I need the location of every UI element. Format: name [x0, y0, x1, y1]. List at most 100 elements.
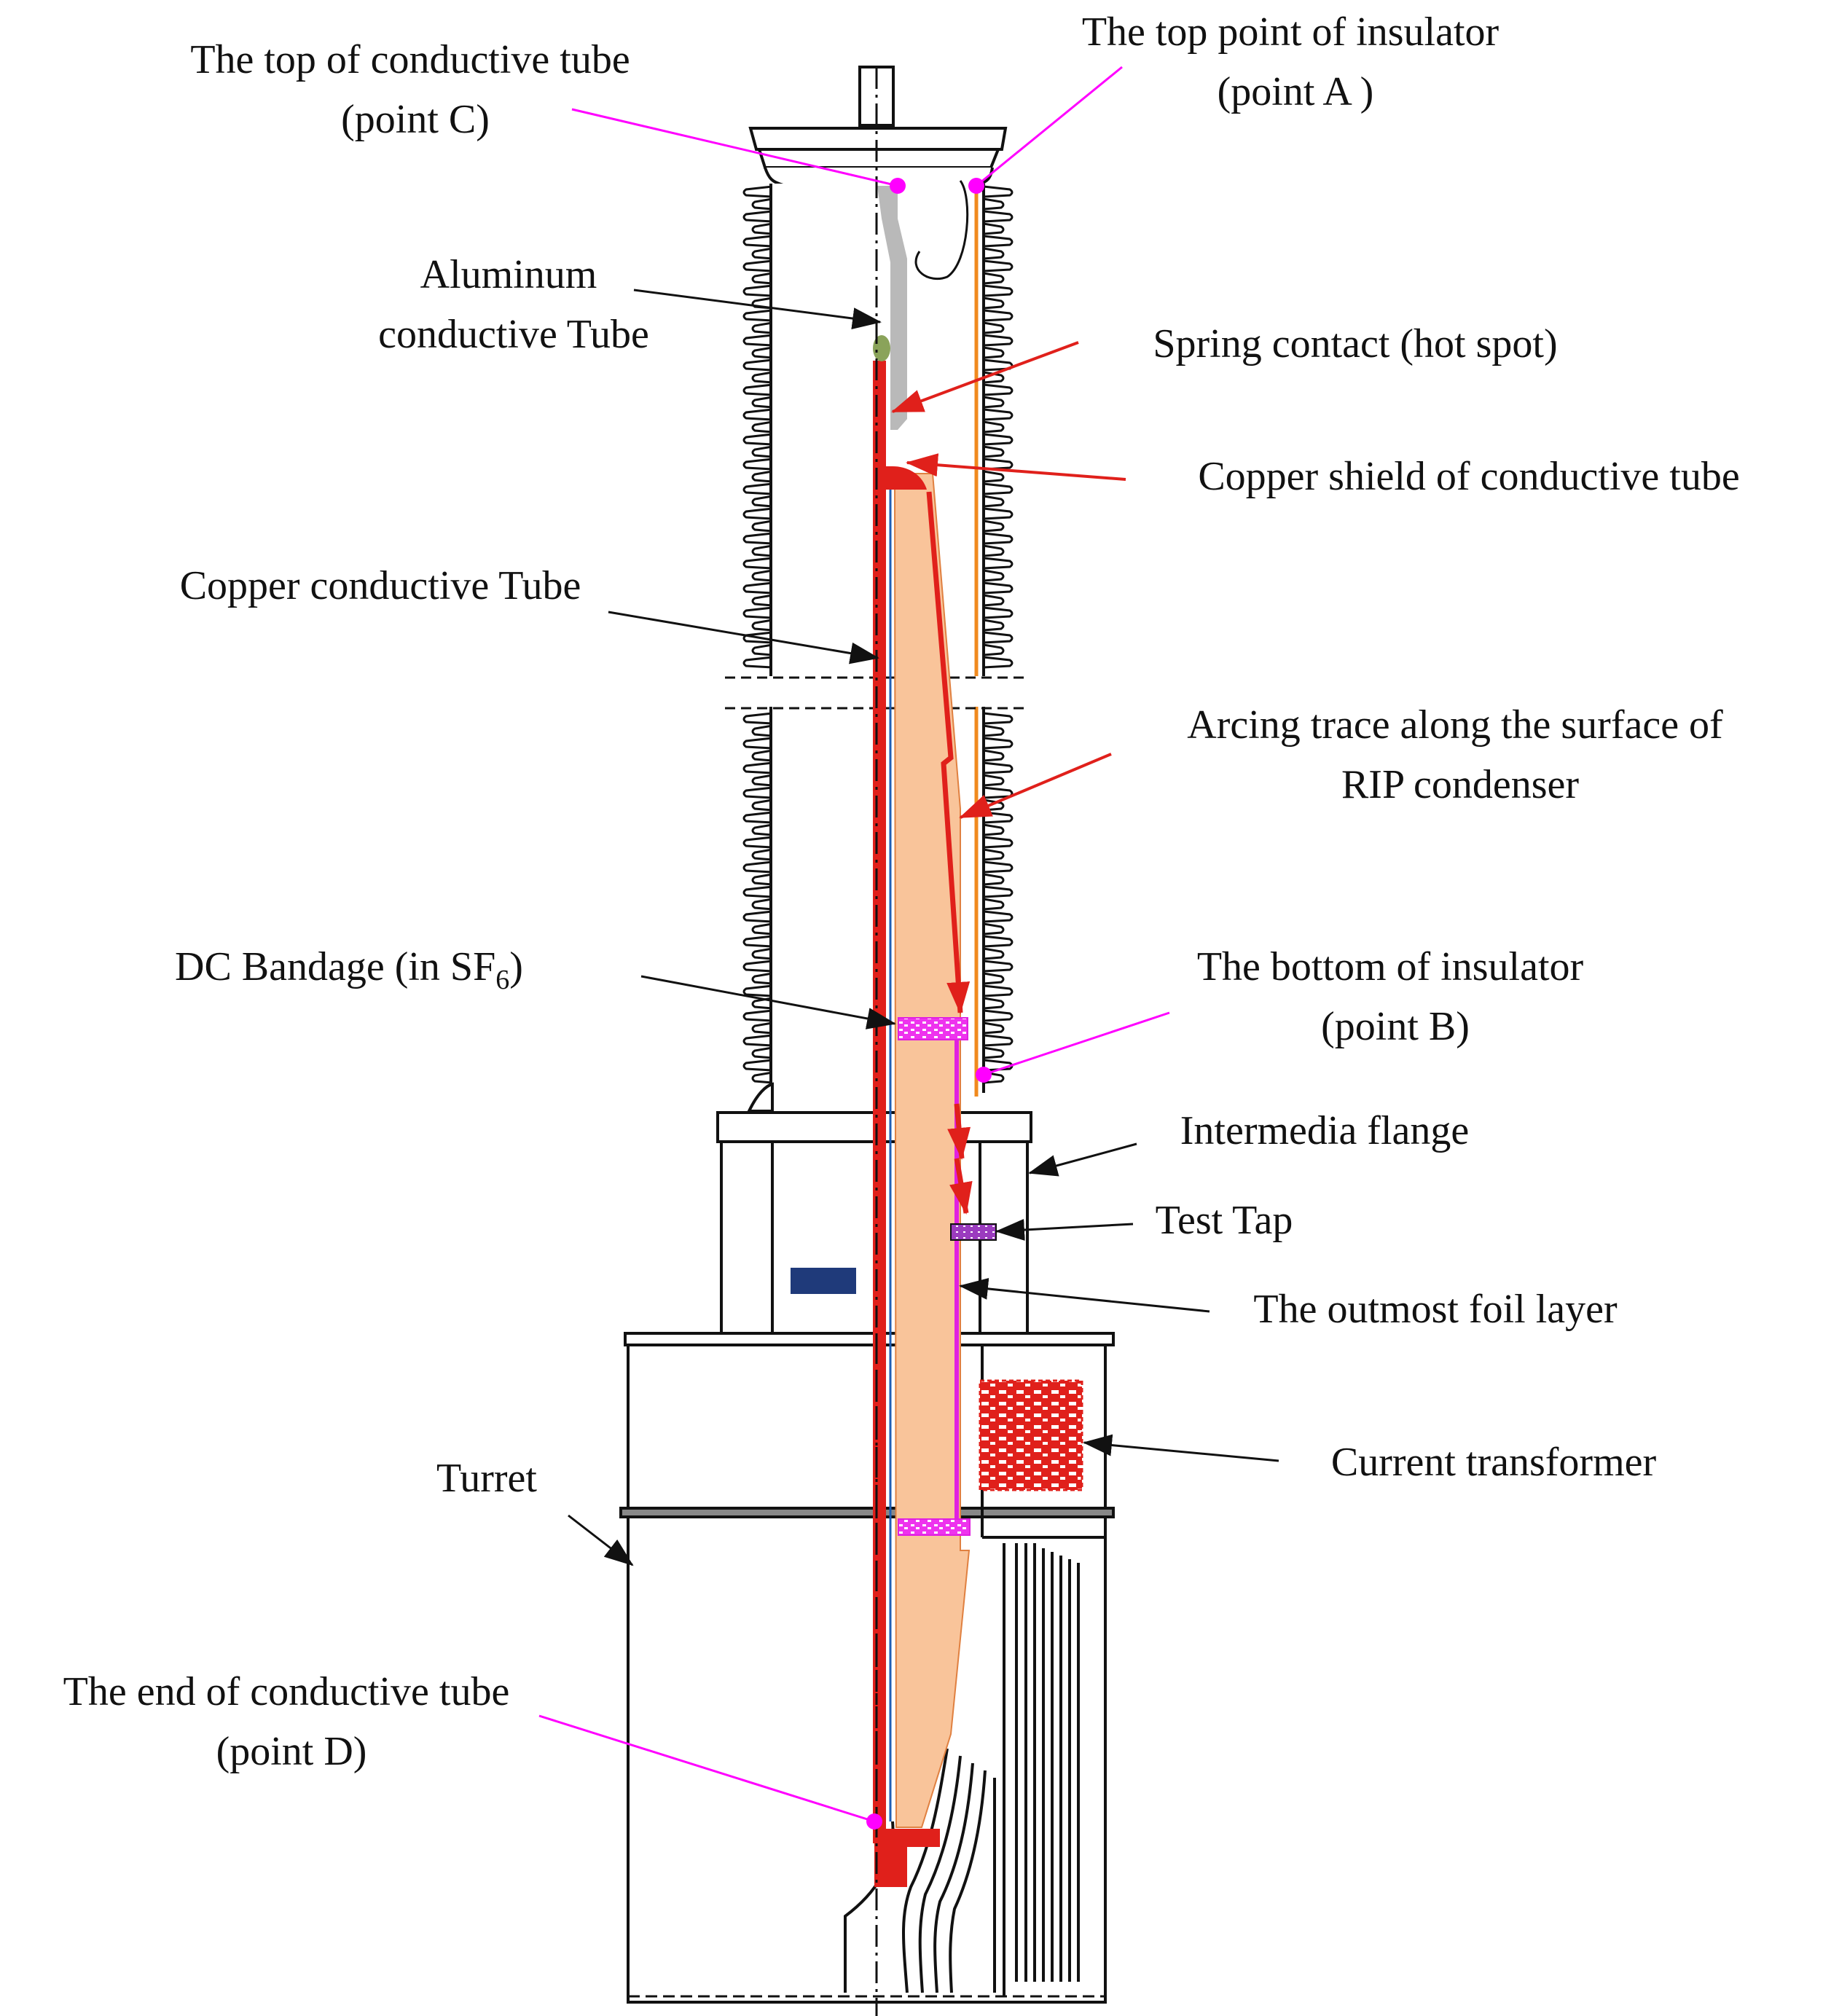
label-point-b-line2: (point B) — [1321, 1004, 1470, 1049]
insulator-shed — [983, 631, 1014, 644]
insulator-shed — [983, 420, 1005, 434]
insulator-shed — [983, 458, 1014, 471]
insulator-shed — [742, 811, 773, 824]
insulator-shed — [751, 495, 773, 508]
insulator-shed — [983, 619, 1005, 632]
insulator-shed — [983, 594, 1005, 607]
lower-end-shield — [844, 1543, 1080, 1996]
reference-points — [866, 178, 992, 1829]
insulator-shed — [983, 761, 1014, 774]
insulator-shed — [751, 1071, 773, 1084]
copper-conductive-tube — [873, 361, 886, 1843]
insulator-shed — [983, 235, 1014, 248]
insulator-shed — [983, 774, 1005, 787]
insulator-shed — [983, 724, 1005, 737]
insulator-shed — [983, 284, 1014, 297]
insulator-shed — [983, 222, 1005, 235]
insulator-shed — [742, 1034, 773, 1047]
insulator-shed — [742, 1059, 773, 1072]
insulator-shed — [983, 935, 1014, 948]
insulator-shed — [742, 210, 773, 223]
label-arcing-trace: Arcing trace along the surface of RIP co… — [1187, 702, 1733, 807]
insulator-shed — [742, 606, 773, 619]
insulator-shed — [742, 309, 773, 322]
insulator-shed — [742, 761, 773, 774]
insulator-shed — [983, 433, 1014, 446]
label-spring-contact: Spring contact (hot spot) — [1153, 321, 1557, 366]
insulator-shed — [742, 737, 773, 750]
insulator-shed — [751, 470, 773, 483]
insulator-shed — [983, 309, 1014, 322]
insulator-shed — [983, 383, 1014, 396]
insulator-shed — [742, 885, 773, 898]
insulator-shed — [742, 581, 773, 595]
point-a-marker — [968, 178, 984, 194]
insulator-shed — [751, 643, 773, 656]
insulator-shed — [983, 445, 1005, 458]
insulator-shed — [742, 656, 773, 669]
insulator-shed — [742, 786, 773, 799]
insulator-shed — [751, 371, 773, 384]
point-b-marker — [976, 1067, 992, 1083]
test-tap — [950, 1223, 997, 1241]
insulator-shed — [983, 210, 1014, 223]
insulator-shed — [983, 712, 1014, 725]
insulator-shed — [751, 594, 773, 607]
insulator-shed — [751, 420, 773, 434]
insulator-shed — [983, 495, 1005, 508]
aluminum-conductive-tube — [877, 186, 907, 430]
insulator-shed — [751, 569, 773, 582]
insulator-shed — [983, 749, 1005, 762]
insulator-shed — [983, 656, 1014, 669]
insulator-shed — [751, 947, 773, 960]
insulator-shed — [983, 984, 1014, 997]
insulator-shed — [983, 321, 1005, 334]
insulator-shed — [983, 960, 1014, 973]
insulator-shed — [983, 606, 1014, 619]
insulator-walls — [769, 184, 985, 1093]
insulator-shed — [983, 259, 1014, 272]
insulator-shed — [751, 922, 773, 936]
insulator-shed — [751, 544, 773, 557]
top-spring-curve — [914, 180, 969, 281]
label-point-c: The top of conductive tube (point C) — [190, 37, 640, 142]
leader-lines — [538, 66, 1279, 1823]
insulator-shed — [742, 910, 773, 923]
insulator-shed — [983, 860, 1014, 874]
label-intermedia-flange: Intermedia flange — [1180, 1108, 1469, 1153]
insulator-shed — [742, 960, 773, 973]
label-point-a: The top point of insulator (point A ) — [1082, 9, 1509, 114]
insulator-shed — [983, 910, 1014, 923]
insulator-shed — [742, 557, 773, 570]
insulator-shed — [742, 458, 773, 471]
insulator-shed — [751, 1021, 773, 1035]
insulator-shed — [742, 235, 773, 248]
insulator-shed — [751, 898, 773, 911]
label-point-d: The end of conductive tube (point D) — [63, 1669, 520, 1774]
insulator-shed — [742, 334, 773, 347]
insulator-shed — [983, 947, 1005, 960]
insulator-shed — [983, 532, 1014, 545]
lower-insulator-sheds — [742, 712, 1014, 1084]
insulator-shed — [983, 346, 1005, 359]
insulator-shed — [983, 823, 1005, 836]
insulator-shed — [983, 873, 1005, 886]
insulator-shed — [742, 984, 773, 997]
label-dc-bandage-subscript: 6 — [495, 965, 509, 995]
dc-bandage-upper — [898, 1017, 968, 1040]
label-point-d-line2: (point D) — [216, 1729, 367, 1774]
insulator-shed — [751, 619, 773, 632]
insulator-shed — [983, 1034, 1014, 1047]
insulator-shed — [751, 848, 773, 861]
label-point-d-line1: The end of conductive tube — [63, 1669, 510, 1714]
insulator-shed — [751, 873, 773, 886]
insulator-shed — [983, 737, 1014, 750]
insulator-shed — [751, 1046, 773, 1059]
label-copper-tube: Copper conductive Tube — [180, 563, 581, 608]
arcing-trace — [926, 491, 973, 1215]
insulator-shed — [983, 972, 1005, 985]
label-test-tap: Test Tap — [1156, 1198, 1293, 1243]
insulator-shed — [983, 470, 1005, 483]
insulator-shed — [983, 848, 1005, 861]
insulator-shed — [983, 507, 1014, 520]
